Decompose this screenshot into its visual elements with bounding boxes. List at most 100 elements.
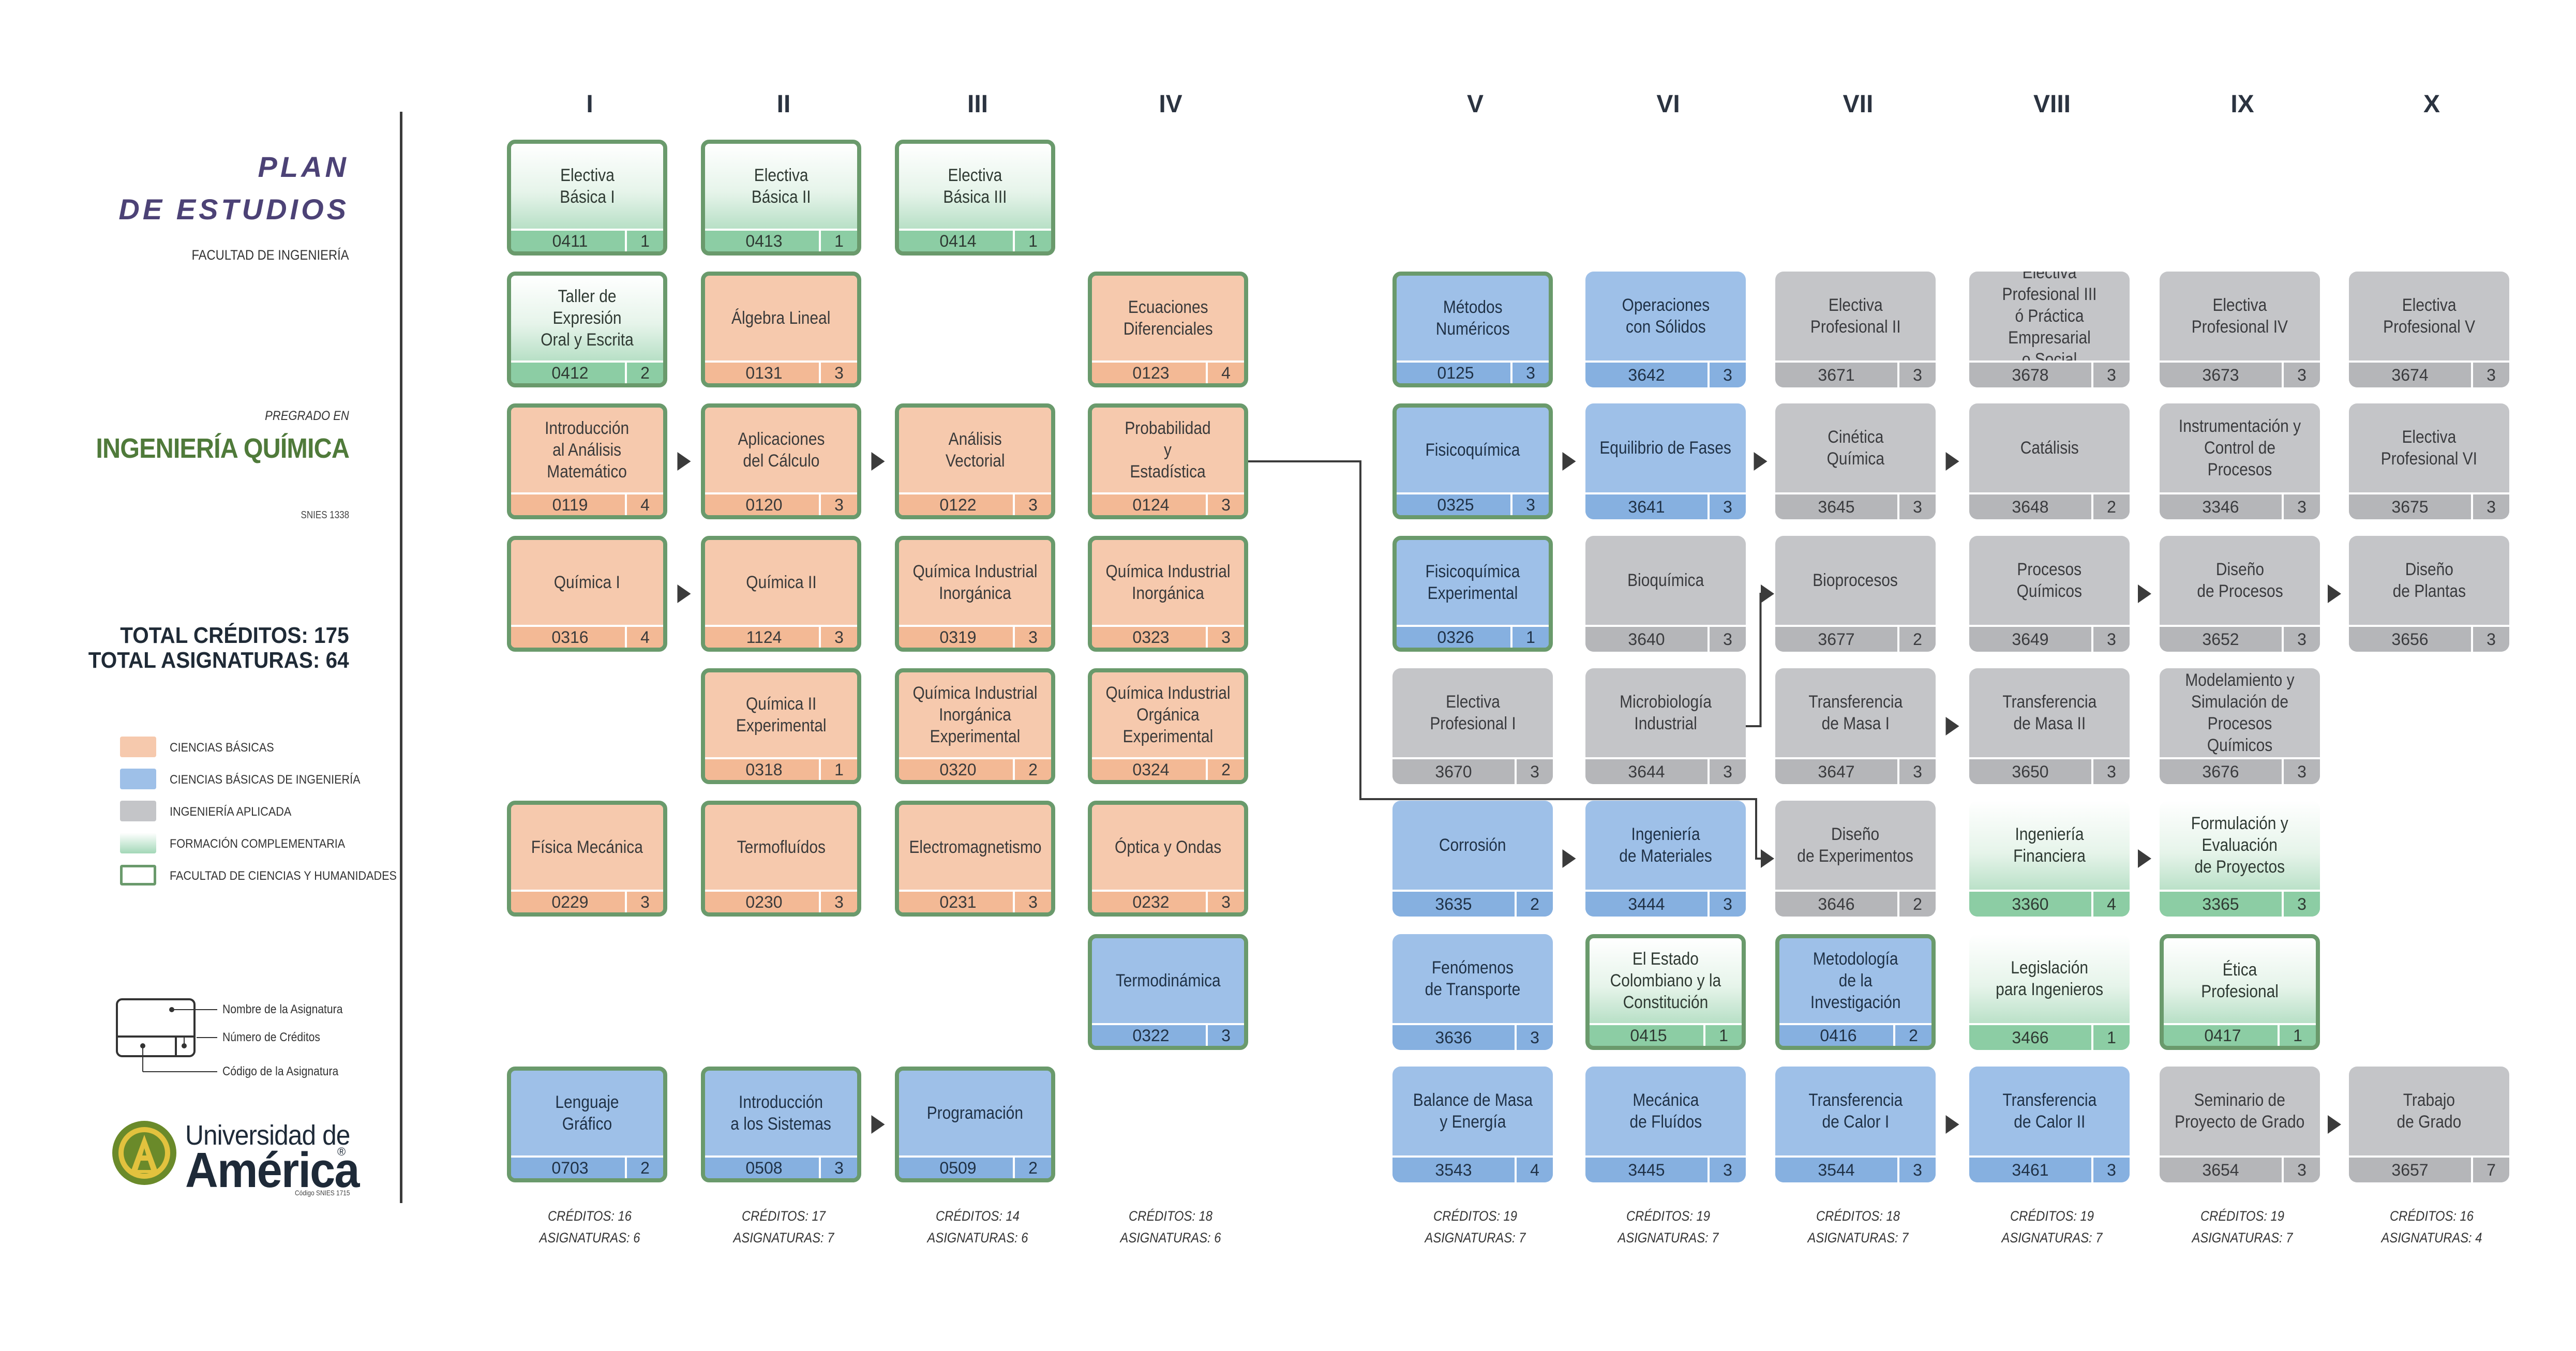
course-name-text: Mecánica de Fluídos bbox=[1629, 1090, 1702, 1132]
arrow-line bbox=[1746, 593, 1762, 727]
course-card[interactable]: Química Industrial Inorgánica Experiment… bbox=[895, 668, 1055, 784]
course-credits: 1 bbox=[819, 759, 857, 780]
course-name-text: Balance de Masa y Energía bbox=[1413, 1090, 1533, 1132]
course-key-diagram: Nombre de la Asignatura Número de Crédit… bbox=[114, 994, 362, 1087]
course-credits: 3 bbox=[819, 1158, 857, 1178]
course-credits: 3 bbox=[1510, 363, 1549, 383]
course-name-text: Ingeniería de Materiales bbox=[1619, 824, 1712, 866]
course-card[interactable]: Modelamiento y Simulación de Procesos Qu… bbox=[2160, 668, 2320, 784]
course-name: El Estado Colombiano y la Constitución bbox=[1590, 938, 1742, 1023]
course-code: 0120 bbox=[745, 496, 783, 514]
course-code: 3642 bbox=[1628, 366, 1665, 384]
arrow-head bbox=[1754, 452, 1768, 471]
course-credits: 1 bbox=[1703, 1025, 1742, 1046]
course-code: 3675 bbox=[2391, 498, 2429, 516]
course-name: Electiva Profesional II bbox=[1775, 272, 1936, 361]
course-name: Electiva Profesional I bbox=[1392, 668, 1553, 757]
course-card[interactable]: Química Industrial Orgánica Experimental… bbox=[1088, 668, 1248, 784]
course-credits: 3 bbox=[1708, 759, 1746, 784]
course-name: Programación bbox=[899, 1071, 1051, 1155]
key-label-code: Código de la Asignatura bbox=[222, 1064, 339, 1078]
semester-subjects: ASIGNATURAS: 4 bbox=[2381, 1230, 2482, 1245]
course-card[interactable]: Electiva Profesional III ó Práctica Empr… bbox=[1969, 272, 2130, 387]
course-name-text: Fenómenos de Transporte bbox=[1425, 958, 1521, 999]
course-credits: 2 bbox=[1206, 759, 1244, 780]
course-name-text: Procesos Químicos bbox=[2016, 560, 2083, 601]
course-name-text: Introducción a los Sistemas bbox=[730, 1092, 832, 1134]
course-credits: 1 bbox=[819, 231, 857, 251]
course-name-text: Corrosión bbox=[1439, 835, 1506, 855]
